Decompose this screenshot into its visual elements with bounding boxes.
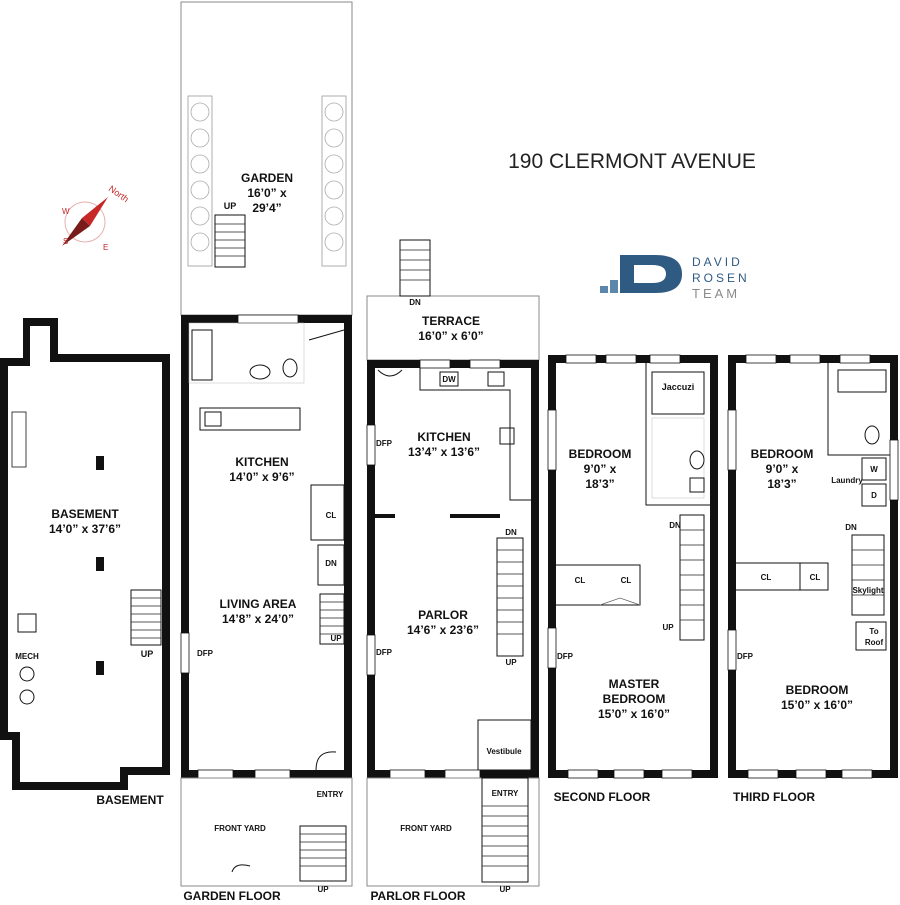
compass-icon: North W S E [62,183,131,252]
terrace-name: TERRACE [422,314,480,328]
basement-up: UP [141,649,154,659]
living-dim: 14’8” x 24’0” [222,612,294,626]
garden-dn: DN [325,559,337,568]
third-bedroom-name: BEDROOM [751,447,814,461]
basement-plan: BASEMENT 14’0” x 37’6” MECH UP BASEMENT [0,318,170,807]
garden-front-up: UP [317,885,329,894]
garden-cl: CL [326,511,337,520]
floor-label-parlor: PARLOR FLOOR [370,889,465,903]
basement-room-dim: 14’0” x 37’6” [49,522,121,536]
garden-front-yard: FRONT YARD [214,824,266,833]
mech-label: MECH [15,652,39,661]
parlor-dfp: DFP [376,648,393,657]
parlor-dw: DW [442,375,456,384]
compass-s: S [63,237,68,246]
parlor-name: PARLOR [418,608,468,622]
jacuzzi-label: Jaccuzi [662,382,695,392]
third-dfp: DFP [737,652,754,661]
parlor-kitchen-dfp: DFP [376,439,393,448]
compass-e: E [103,243,108,252]
floor-label-basement: BASEMENT [96,793,164,807]
address-title: 190 CLERMONT AVENUE [508,150,756,173]
master-name-1: MASTER [609,677,660,691]
washer-label: W [870,465,878,474]
brand-line-2: ROSEN [692,271,750,285]
garden-dim-2: 29’4” [252,201,281,215]
master-name-2: BEDROOM [603,692,666,706]
brand-line-1: DAVID [692,255,743,269]
vestibule-label: Vestibule [486,747,522,756]
floor-label-garden: GARDEN FLOOR [183,889,281,903]
master-dim: 15’0” x 16’0” [598,707,670,721]
garden-entry: ENTRY [317,790,344,799]
third-front-dim: 15’0” x 16’0” [781,698,853,712]
garden-up-inner: UP [330,634,342,643]
to-roof-line-1: To [869,627,878,636]
terrace-dn: DN [409,298,421,307]
floor-label-third: THIRD FLOOR [733,790,815,804]
third-bedroom-dim-1: 9’0” x [766,462,799,476]
terrace-dim: 16’0” x 6’0” [418,329,483,343]
garden-dim-1: 16’0” x [247,186,287,200]
second-bedroom-dim-2: 18’3” [585,477,614,491]
third-cl-1: CL [761,573,772,582]
second-bedroom-name: BEDROOM [569,447,632,461]
master-cl-2: CL [621,576,632,585]
third-dn: DN [845,523,857,532]
third-bedroom-dim-2: 18’3” [767,477,796,491]
to-roof-line-2: Roof [865,638,884,647]
second-dn: DN [669,521,681,530]
logo-d-mark [620,255,682,293]
parlor-front-up: UP [499,885,511,894]
master-cl-1: CL [575,576,586,585]
parlor-front-yard: FRONT YARD [400,824,452,833]
garden-floor-plan: UP GARDEN 16’0” x 29’4” KITCHEN 14’ [180,1,353,903]
parlor-kitchen-dim: 13’4” x 13’6” [408,445,480,459]
floor-label-second: SECOND FLOOR [554,790,651,804]
parlor-floor-plan: DN TERRACE 16’0” x 6’0” DW DFP KITCHEN [366,239,540,903]
garden-planters [190,102,344,252]
third-cl-2: CL [810,573,821,582]
third-floor-plan: BEDROOM 9’0” x 18’3” Laundry W D DN CL C… [727,354,899,804]
garden-name: GARDEN [241,171,293,185]
parlor-kitchen-name: KITCHEN [417,430,470,444]
garden-kitchen-name: KITCHEN [235,455,288,469]
basement-room-name: BASEMENT [51,507,119,521]
third-front-name: BEDROOM [786,683,849,697]
master-dfp: DFP [557,652,574,661]
brand-logo: DAVID ROSEN TEAM [600,255,750,301]
living-name: LIVING AREA [220,597,297,611]
dryer-label: D [871,491,877,500]
compass-north: North [107,183,131,204]
compass-w: W [62,207,70,216]
second-bedroom-dim-1: 9’0” x [584,462,617,476]
brand-line-3: TEAM [692,286,740,301]
living-dfp: DFP [197,649,214,658]
second-up: UP [662,623,674,632]
second-floor-plan: Jaccuzi BEDROOM 9’0” x 18’3” DN CL CL UP… [547,354,718,804]
garden-up: UP [224,201,237,211]
parlor-entry: ENTRY [492,789,519,798]
skylight-label: Skylight [852,586,883,595]
parlor-dim: 14’6” x 23’6” [407,623,479,637]
parlor-up: UP [505,658,517,667]
garden-kitchen-dim: 14’0” x 9’6” [229,470,294,484]
laundry-label: Laundry [831,476,863,485]
parlor-dn: DN [505,528,517,537]
